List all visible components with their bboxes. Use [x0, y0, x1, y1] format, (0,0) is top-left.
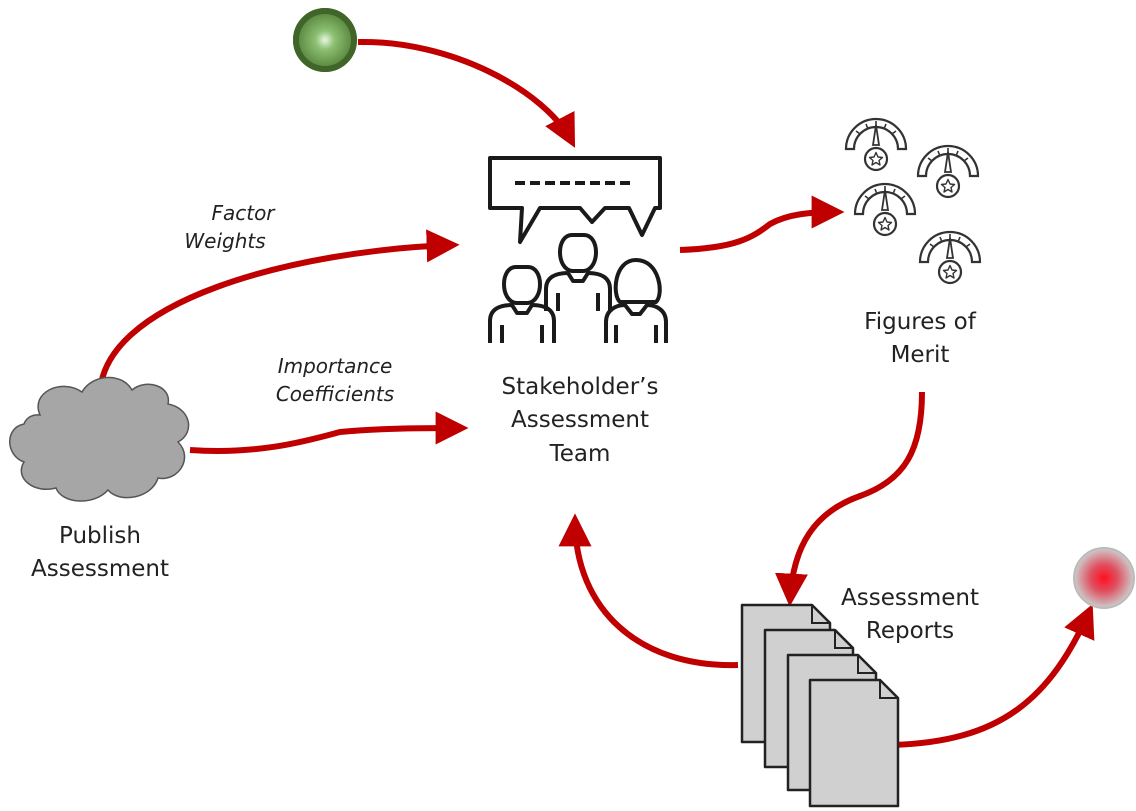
team-meeting-icon — [488, 156, 668, 345]
reports-to-end-arrow — [891, 603, 1095, 748]
factor-weights-label: Factor Weights — [160, 199, 290, 256]
figures-label-line1: Figures of — [864, 309, 976, 335]
start-node-icon — [293, 8, 357, 72]
importance-coefficients-arrow — [189, 411, 469, 454]
gauge-meters-icon — [844, 117, 982, 285]
reports-label: Assessment Reports — [820, 582, 1000, 649]
reports-label-line2: Reports — [865, 618, 955, 645]
publish-label-line1: Publish — [59, 523, 141, 549]
team-label-line3: Team — [549, 440, 611, 467]
importance-coefficients-label: Importance Coefficients — [260, 352, 410, 409]
reports-to-team-arrow — [558, 513, 739, 669]
figures-label: Figures of Merit — [830, 306, 1010, 373]
importance-coefficients-line1: Importance — [277, 354, 393, 378]
figures-label-line2: Merit — [890, 342, 950, 369]
team-to-figures-arrow — [679, 195, 845, 253]
start-to-team-arrow — [357, 38, 576, 148]
end-node-icon — [1073, 547, 1135, 609]
team-label: Stakeholder’s Assessment Team — [470, 371, 690, 471]
publish-label: Publish Assessment — [10, 520, 190, 587]
figures-to-reports-arrow — [774, 391, 925, 607]
factor-weights-line1: Factor — [211, 201, 275, 225]
factor-weights-line2: Weights — [184, 229, 266, 254]
cloud-icon — [9, 376, 190, 502]
factor-weights-arrow — [96, 229, 460, 401]
team-label-line1: Stakeholder’s — [501, 374, 659, 400]
team-label-line2: Assessment — [511, 407, 649, 434]
reports-label-line1: Assessment — [841, 585, 979, 611]
importance-coefficients-line2: Coefficients — [275, 382, 395, 407]
document-stack-icon — [740, 603, 900, 808]
publish-label-line2: Assessment — [31, 556, 169, 583]
